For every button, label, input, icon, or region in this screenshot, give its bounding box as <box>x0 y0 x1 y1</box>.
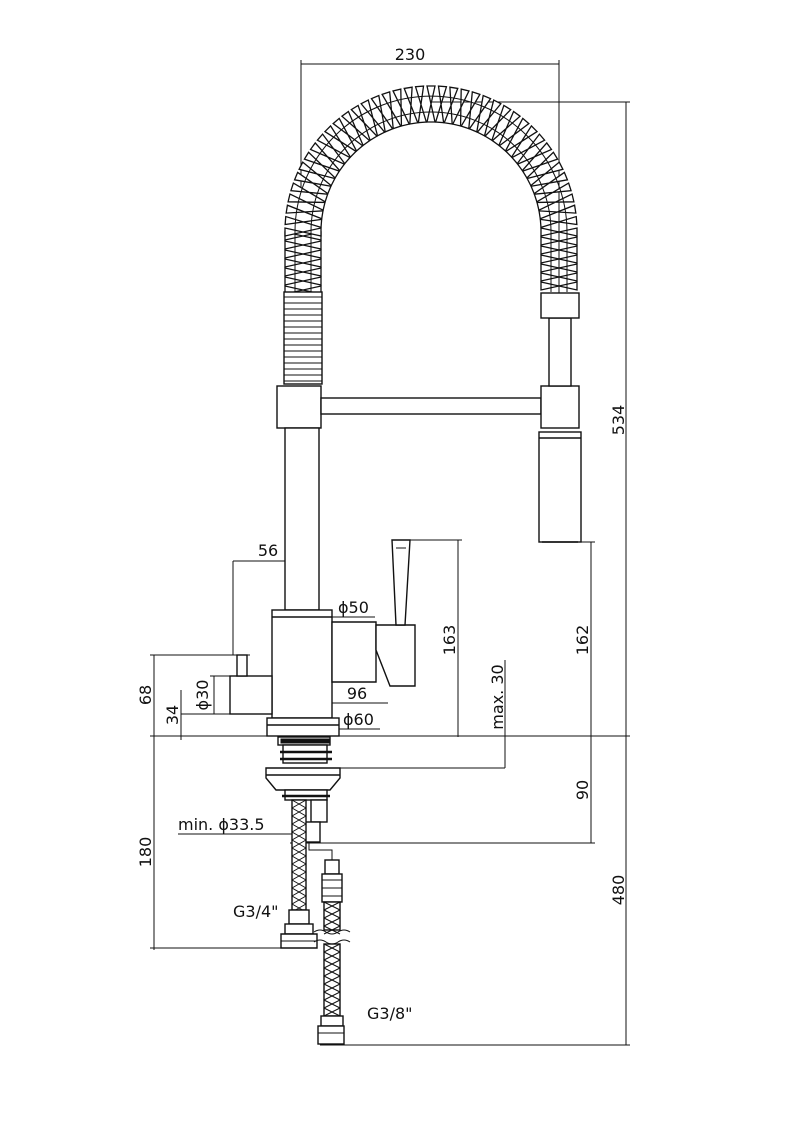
inlet-hose-left <box>280 799 318 949</box>
dim-deck-thickness: max. 30 <box>488 664 507 729</box>
inlet-hose-right <box>308 842 345 1045</box>
dim-lever-axis: 34 <box>163 705 182 725</box>
dim-width-top: 230 <box>395 45 426 64</box>
faucet-body <box>229 292 582 737</box>
dim-hose-length: 480 <box>609 875 628 906</box>
dim-inlet-length: 180 <box>136 837 155 868</box>
dim-body-diameter: ϕ50 <box>338 598 369 617</box>
dim-hole-diameter: min. ϕ33.5 <box>178 815 265 834</box>
thread-large-label: G3/4" <box>233 902 279 921</box>
break-marks <box>313 929 351 945</box>
dim-handle-height: 163 <box>440 625 459 656</box>
mounting-assembly <box>265 736 341 843</box>
dim-shank-length: 90 <box>573 780 592 800</box>
dim-base-diameter: ϕ60 <box>343 710 374 729</box>
dimension-labels: 230 534 162 163 56 ϕ50 96 ϕ60 ϕ30 68 34 … <box>136 45 628 1023</box>
dimension-lines <box>150 60 630 1046</box>
dim-handle-reach: 96 <box>347 684 367 703</box>
spring-coil <box>284 85 578 295</box>
dim-spout-height: 162 <box>573 625 592 656</box>
dim-total-height: 534 <box>609 405 628 436</box>
dim-lever-height: 68 <box>136 685 155 705</box>
dim-body-offset: 56 <box>258 541 278 560</box>
dim-lever-diameter: ϕ30 <box>193 680 212 711</box>
coil-straight-left <box>283 291 323 385</box>
thread-small-label: G3/8" <box>367 1004 413 1023</box>
